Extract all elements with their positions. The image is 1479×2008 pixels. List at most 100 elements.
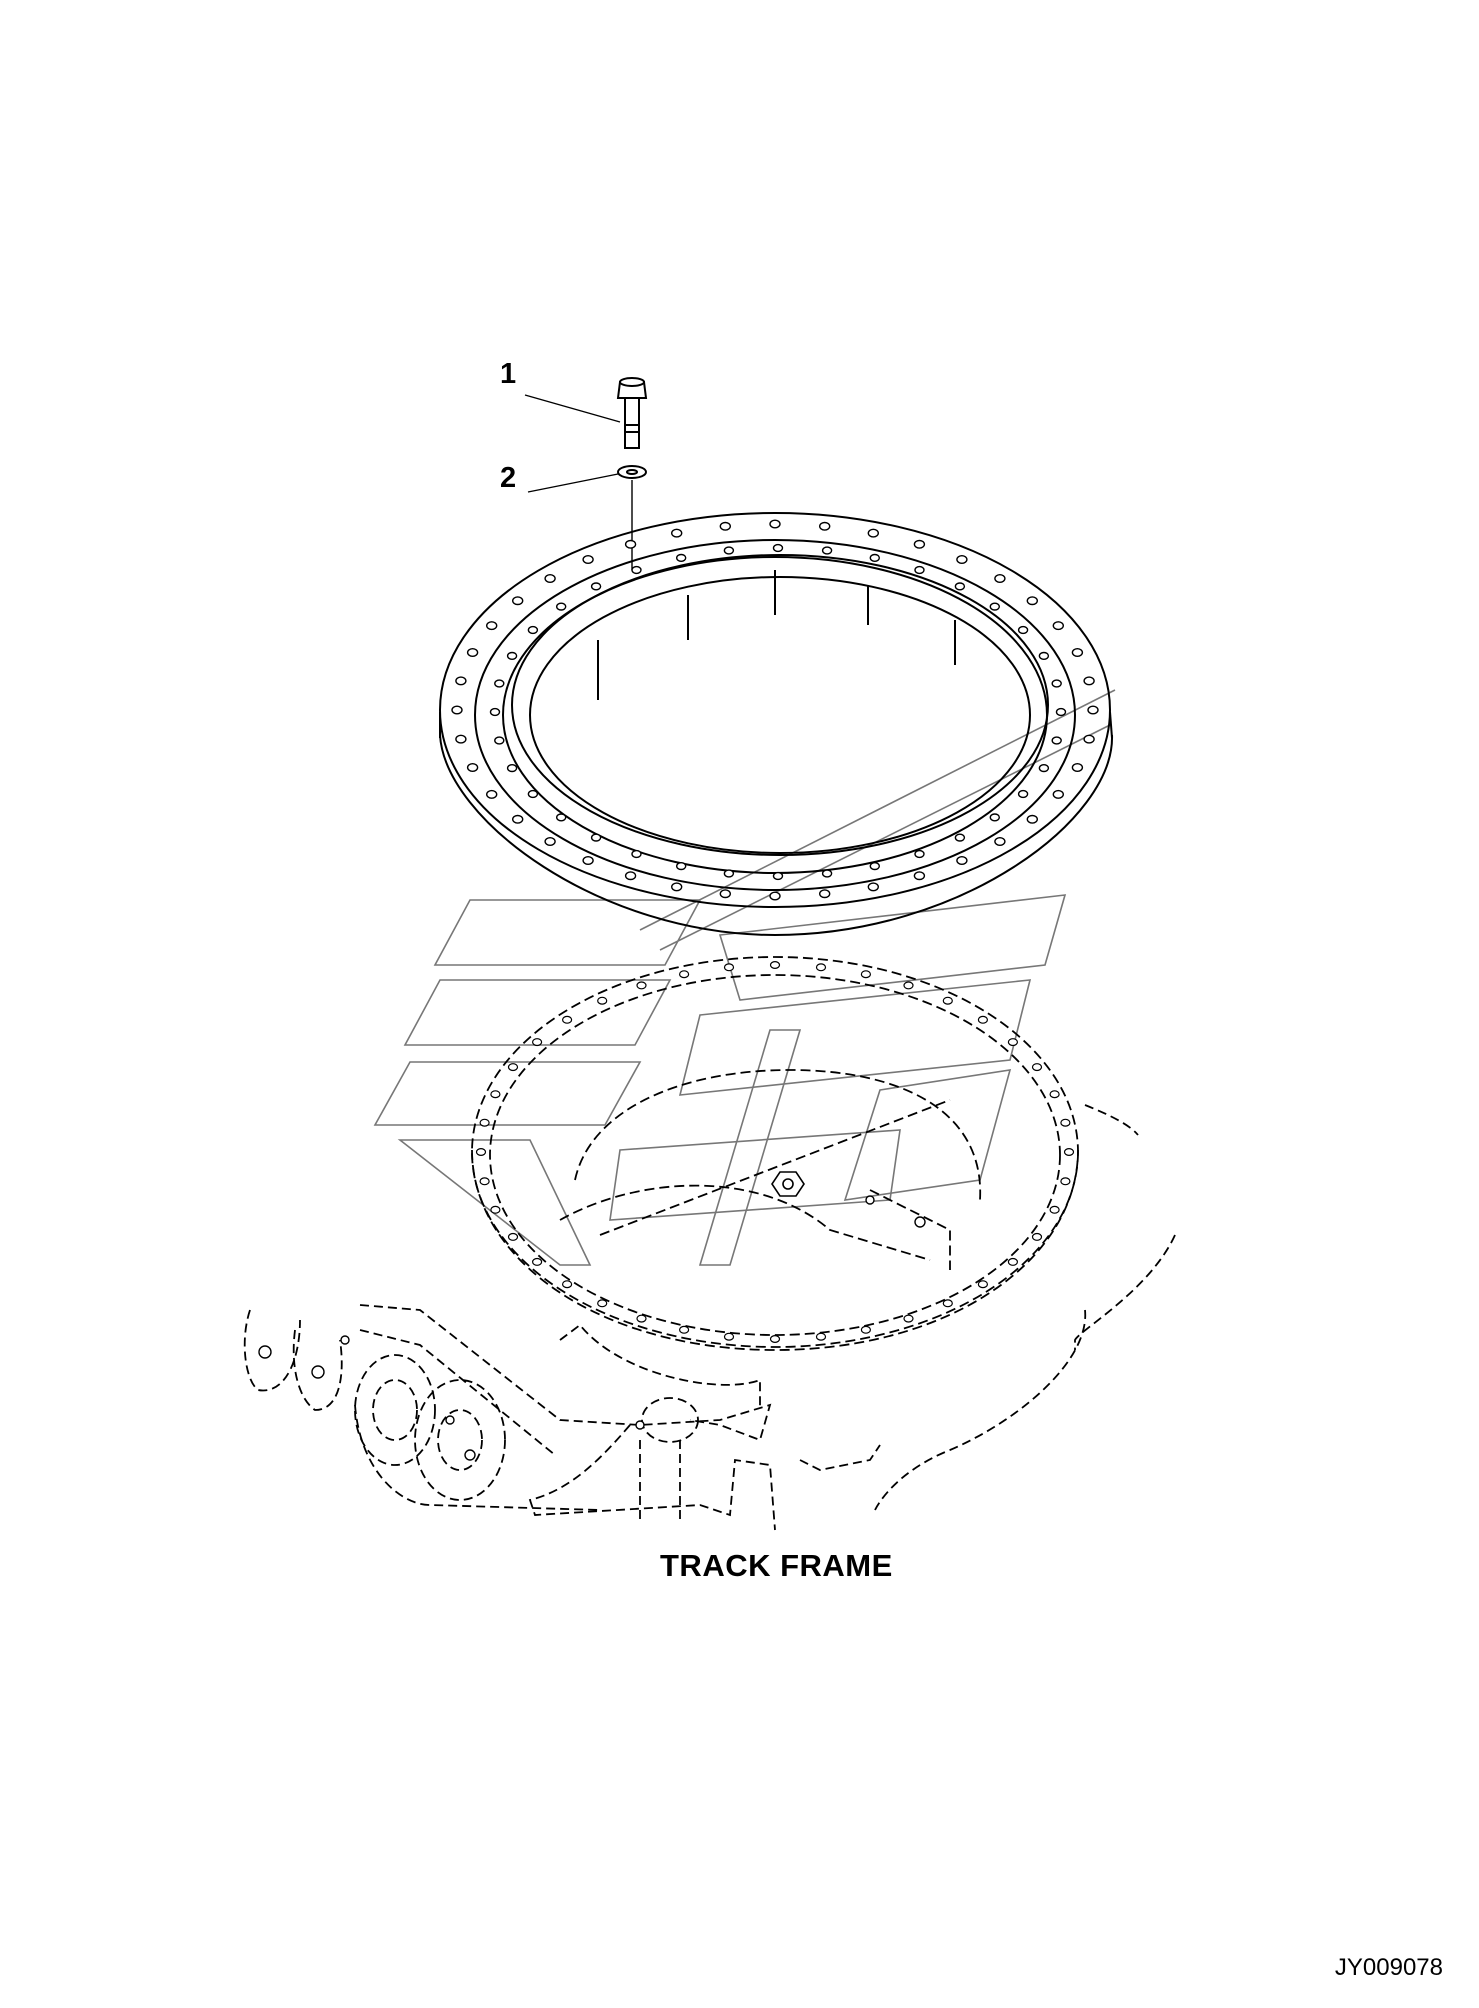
bolt-hole — [903, 981, 914, 990]
bolt-hole — [903, 1314, 914, 1323]
bolt-hole — [624, 871, 637, 881]
bolt-hole — [815, 1332, 827, 1341]
bolt-hole — [1049, 1205, 1060, 1214]
bolt-hole — [821, 869, 833, 878]
bearing-bolt-holes — [451, 519, 1099, 901]
bolt-hole — [486, 621, 498, 631]
bolt-hole — [977, 1280, 989, 1289]
bolt-hole — [624, 539, 637, 549]
bolt-hole — [512, 814, 524, 824]
bolt-hole — [913, 871, 926, 881]
bolt-hole — [769, 519, 781, 529]
washer-part — [617, 465, 647, 479]
bolt-hole — [723, 869, 735, 878]
bolt-hole — [1049, 1090, 1060, 1099]
bolt-hole — [512, 596, 524, 606]
bolt-hole — [954, 833, 966, 842]
bolt-hole — [479, 1118, 490, 1127]
bolt-hole — [769, 960, 781, 969]
bolt-hole — [1007, 1257, 1019, 1266]
swing-circle-bearing — [439, 512, 1114, 937]
bolt-hole — [1052, 621, 1065, 631]
bolt-hole — [1051, 736, 1062, 745]
bolt-hole — [954, 582, 966, 591]
bolt-hole — [678, 970, 690, 979]
bolt-hole — [1071, 763, 1084, 773]
bolt-hole — [451, 705, 463, 715]
bolt-hole — [994, 574, 1006, 584]
bolt-hole — [869, 861, 880, 871]
bolt-hole — [556, 602, 567, 611]
bolt-hole — [867, 528, 879, 538]
bolt-hole — [769, 1334, 781, 1343]
callout-bolt: 1 — [500, 358, 517, 390]
bolt-hole — [977, 1015, 989, 1024]
bolt-hole — [719, 889, 731, 899]
bolt-hole — [815, 963, 827, 972]
bolt-hole — [561, 1280, 573, 1289]
bolt-hole — [671, 882, 683, 892]
bolt-hole — [597, 1299, 608, 1308]
bolt-hole — [494, 679, 505, 688]
bolt-hole — [597, 996, 608, 1005]
bolt-hole — [1026, 814, 1039, 824]
bolt-hole — [914, 565, 925, 575]
bolt-hole — [582, 555, 594, 565]
bolt-hole — [1031, 1232, 1043, 1241]
bolt-hole — [676, 553, 687, 563]
track-frame-body — [243, 1104, 1176, 1531]
track-frame-bolt-holes — [475, 960, 1075, 1343]
drawing-id-label: JY009078 — [1334, 1954, 1443, 1981]
bolt-hole — [561, 1015, 573, 1024]
bolt-hole — [914, 849, 925, 859]
center-nut — [771, 1171, 805, 1197]
bolt-hole — [1052, 789, 1065, 799]
bolt-hole — [819, 521, 831, 531]
bolt-hole — [869, 553, 880, 563]
bolt-hole — [479, 1177, 490, 1186]
bolt-hole — [819, 889, 831, 899]
bolt-hole — [531, 1257, 543, 1266]
bolt-hole — [490, 1090, 501, 1099]
bolt-hole — [544, 574, 556, 584]
bolt-hole — [582, 856, 594, 866]
bolt-hole — [1071, 648, 1084, 658]
bolt-part — [616, 377, 648, 449]
bolt-hole — [507, 1232, 519, 1241]
bolt-hole — [486, 789, 498, 799]
bolt-hole — [490, 1205, 501, 1214]
bolt-hole — [1055, 707, 1067, 717]
bolt-hole — [506, 651, 518, 661]
callout-washer: 2 — [500, 462, 517, 494]
bolt-hole — [723, 963, 735, 972]
bolt-hole — [769, 891, 781, 901]
bolt-hole — [1007, 1038, 1019, 1047]
bolt-hole — [636, 981, 647, 990]
bolt-hole — [723, 1332, 735, 1341]
leader-lines — [524, 394, 633, 570]
bolt-hole — [1051, 679, 1062, 688]
bolt-hole — [544, 837, 556, 847]
bolt-hole — [494, 736, 505, 745]
bolt-hole — [989, 813, 1000, 822]
bolt-hole — [455, 676, 467, 686]
bolt-hole — [994, 837, 1006, 847]
bolt-hole — [1083, 734, 1095, 744]
bolt-hole — [723, 546, 735, 555]
bolt-hole — [631, 849, 642, 859]
bolt-hole — [631, 565, 642, 575]
bolt-hole — [719, 521, 731, 531]
bolt-hole — [489, 707, 501, 717]
bolt-hole — [506, 763, 518, 773]
bolt-hole — [507, 1063, 519, 1072]
bolt-hole — [1063, 1147, 1075, 1156]
bolt-hole — [1087, 705, 1099, 715]
bolt-hole — [466, 648, 479, 658]
bolt-hole — [527, 625, 539, 635]
bolt-hole — [913, 539, 926, 549]
bolt-hole — [956, 856, 968, 866]
bolt-hole — [455, 734, 467, 744]
bolt-hole — [860, 970, 872, 979]
bolt-hole — [678, 1325, 690, 1334]
track-frame-pin-holes — [258, 1195, 926, 1461]
